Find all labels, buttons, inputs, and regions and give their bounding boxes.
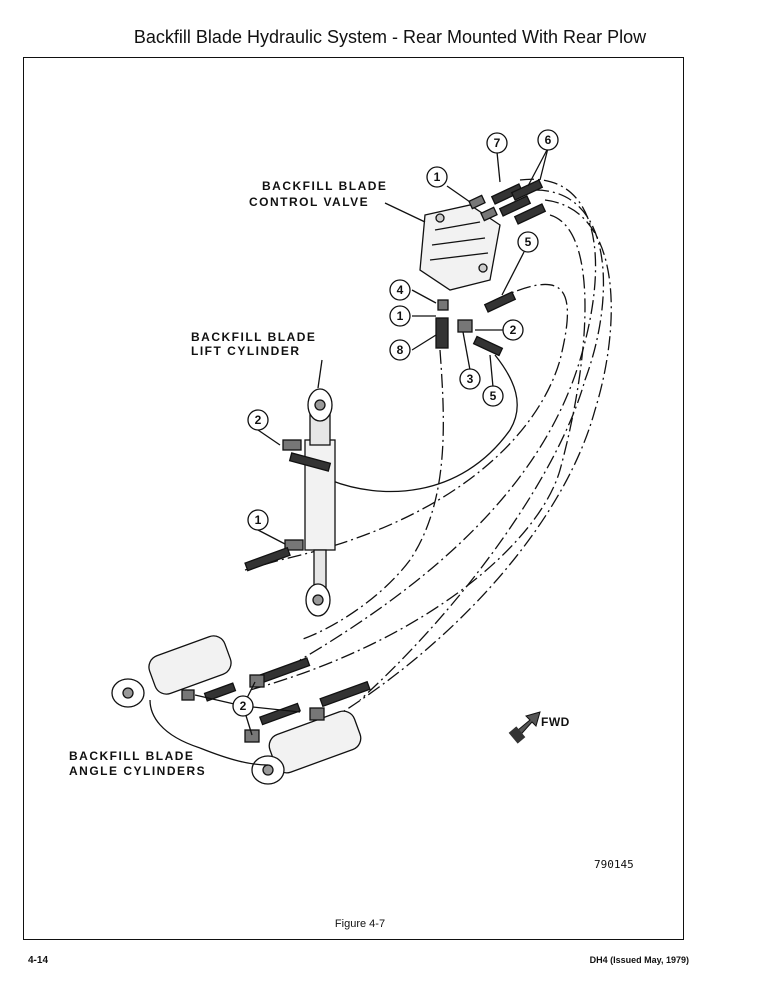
lift-cylinder [304,439,336,551]
callout-number: 1 [434,170,441,184]
callout-number: 5 [490,389,497,403]
lift-cylinder-label: LIFT CYLINDER [191,344,301,358]
figure-caption: Figure 4-7 [334,918,386,930]
hose-line [299,349,444,641]
lift-cylinder-label: BACKFILL BLADE [191,330,316,344]
callout-number: 1 [255,513,262,527]
callout-number: 4 [397,283,404,297]
hose-line [249,214,586,691]
page-title: Backfill Blade Hydraulic System - Rear M… [133,27,647,47]
callout-number: 8 [397,343,404,357]
figure-frame [23,57,684,940]
hose-line [359,189,605,701]
callout-number: 2 [255,413,262,427]
callout-number: 3 [467,372,474,386]
callout-number: 5 [525,235,532,249]
callout-number: 1 [397,309,404,323]
fwd-arrow-icon [508,711,541,744]
control-valve-label: CONTROL VALVE [249,195,369,209]
callout-number: 2 [240,699,247,713]
drawing-id: 790145 [594,858,634,871]
hose-line [244,283,568,571]
hose-line [329,199,612,721]
angle-cylinder-left [148,635,232,695]
callout-number: 7 [494,136,501,150]
hose-line [329,354,518,493]
fwd-label: FWD [541,715,570,729]
document-reference: DH4 (Issued May, 1979) [589,955,689,965]
callout-number: 2 [510,323,517,337]
page-number: 4-14 [28,955,49,966]
hose-line [299,178,597,661]
callout-number: 6 [545,133,552,147]
angle-cylinders-label: BACKFILL BLADE [69,749,194,763]
control-valve-label: BACKFILL BLADE [262,179,387,193]
angle-cylinders-label: ANGLE CYLINDERS [69,764,206,778]
